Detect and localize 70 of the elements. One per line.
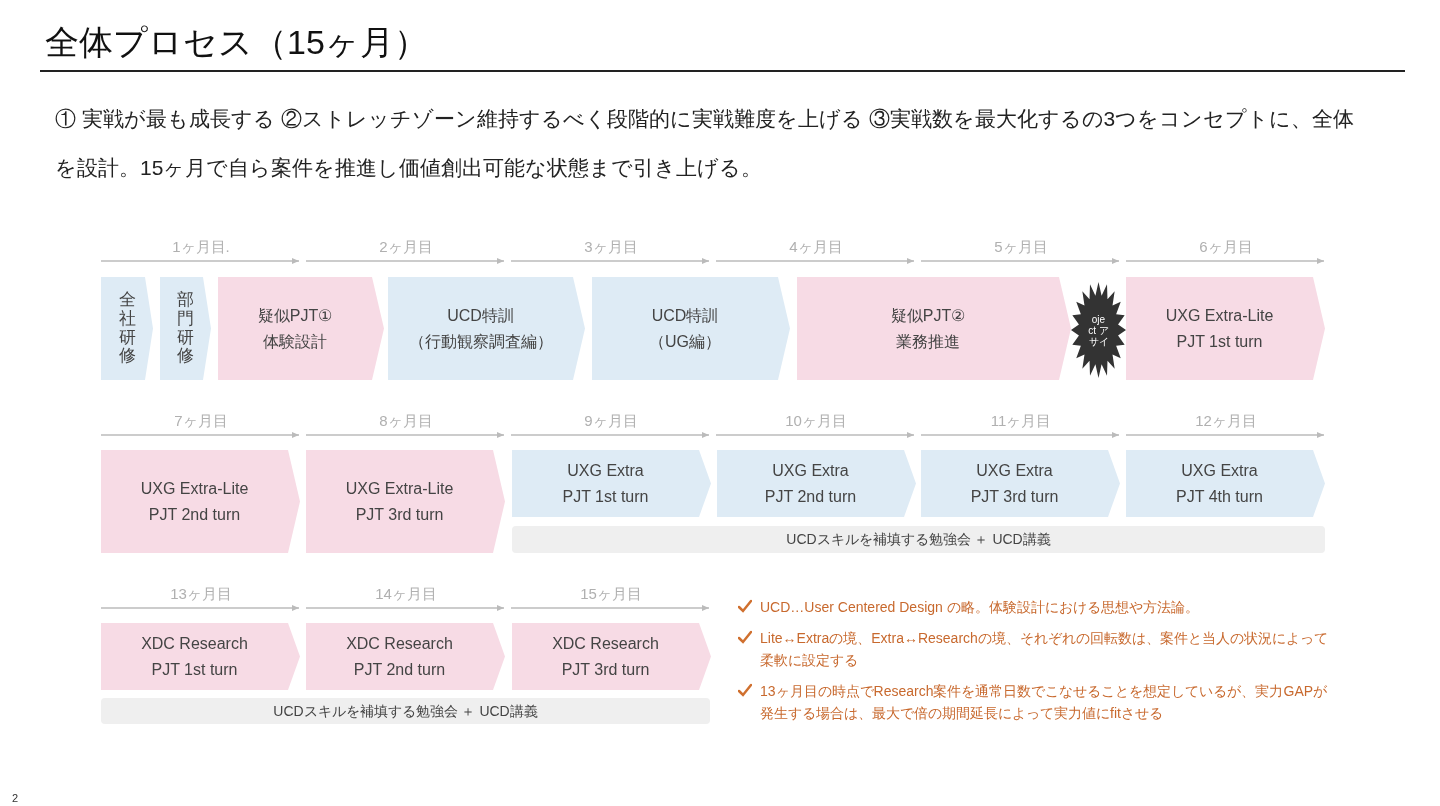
step-label: PJT 4th turn bbox=[1176, 486, 1263, 507]
band-label: UCDスキルを補填する勉強会 ＋ UCD講義 bbox=[786, 530, 1051, 549]
month-label: 2ヶ月目 bbox=[378, 237, 434, 257]
step-label: PJT 3rd turn bbox=[970, 486, 1059, 507]
chevron-box bbox=[101, 623, 300, 690]
chevron-box bbox=[1126, 277, 1325, 380]
step-label: PJT 2nd turn bbox=[764, 486, 857, 507]
note-text: UCD…User Centered Design の略。体験設計における思想や方法論。 bbox=[760, 598, 1199, 617]
chevron-box bbox=[921, 450, 1120, 517]
month-label: 4ヶ月目 bbox=[788, 237, 844, 257]
month-label: 3ヶ月目 bbox=[583, 237, 639, 257]
step-label: 部門研修 bbox=[177, 291, 194, 366]
month-label: 12ヶ月目 bbox=[1194, 411, 1258, 431]
step-label: UCD特訓 bbox=[447, 305, 514, 326]
note-text: Lite↔Extraの境、Extra↔Researchの境、それぞれの回転数は、案件と当人の状況によって柔軟に設定する bbox=[760, 629, 1329, 670]
month-label: 5ヶ月目 bbox=[993, 237, 1049, 257]
step-label: XDC Research bbox=[141, 633, 248, 654]
month-label: 6ヶ月目 bbox=[1198, 237, 1254, 257]
chevron-box bbox=[101, 277, 153, 380]
step-label: UXG Extra bbox=[567, 460, 644, 481]
step-label: UXG Extra-Lite bbox=[345, 478, 454, 499]
chevron-box bbox=[218, 277, 384, 380]
chevron-box bbox=[797, 277, 1071, 380]
step-label: PJT 1st turn bbox=[1176, 331, 1263, 352]
month-label: 11ヶ月目 bbox=[989, 411, 1053, 431]
step-label: UCD特訓 bbox=[651, 305, 719, 326]
step-label: UXG Extra bbox=[976, 460, 1053, 481]
step-label: 体験設計 bbox=[263, 331, 327, 352]
step-label: 業務推進 bbox=[896, 331, 960, 352]
step-label: 全社研修 bbox=[118, 291, 136, 366]
month-label: 9ヶ月目 bbox=[583, 411, 639, 431]
step-label: UXG Extra-Lite bbox=[140, 478, 249, 499]
step-label: PJT 3rd turn bbox=[561, 659, 650, 680]
month-label: 14ヶ月目 bbox=[374, 584, 438, 604]
chevron-box bbox=[306, 450, 505, 553]
step-label: PJT 2nd turn bbox=[148, 504, 241, 525]
chevron-box bbox=[388, 277, 585, 380]
month-label: 8ヶ月目 bbox=[378, 411, 434, 431]
chevron-box bbox=[717, 450, 916, 517]
month-label: 15ヶ月目 bbox=[579, 584, 643, 604]
starburst-label: oje ct アサイ bbox=[1088, 313, 1109, 347]
band-label: UCDスキルを補填する勉強会 ＋ UCD講義 bbox=[273, 701, 538, 721]
chevron-box bbox=[512, 450, 711, 517]
step-label: XDC Research bbox=[552, 633, 659, 654]
step-label: （UG編） bbox=[649, 331, 721, 352]
step-label: XDC Research bbox=[346, 633, 453, 654]
step-label: PJT 2nd turn bbox=[353, 659, 446, 680]
chevron-box bbox=[592, 277, 790, 380]
step-label: UXG Extra bbox=[1181, 460, 1258, 481]
step-label: PJT 1st turn bbox=[151, 659, 238, 680]
step-label: 疑似PJT② bbox=[890, 305, 966, 326]
chevron-box bbox=[160, 277, 211, 380]
chevron-box bbox=[306, 623, 505, 690]
chevron-box bbox=[101, 450, 300, 553]
step-label: 疑似PJT① bbox=[257, 305, 333, 326]
note-text: 13ヶ月目の時点でResearch案件を通常日数でこなせることを想定しているが、実力GAPが発生する場合は、最大で倍の期間延長によって実力値にfitさせる bbox=[760, 682, 1329, 723]
step-label: PJT 1st turn bbox=[562, 486, 649, 507]
chevron-box bbox=[1126, 450, 1325, 517]
page-number: 2 bbox=[12, 791, 19, 806]
page-title: 全体プロセス（15ヶ月） bbox=[45, 22, 428, 63]
concept-text: ① 実戦が最も成長する ②ストレッチゾーン維持するべく段階的に実戦難度を上げる ③実戦数を最大化するの3つをコンセプトに、全体を設計。15ヶ月で自ら案件を推進し価値創出可能な状態まで引き上げる。 bbox=[55, 106, 1356, 181]
step-label: （行動観察調査編） bbox=[408, 331, 553, 352]
step-label: UXG Extra bbox=[772, 460, 849, 481]
month-label: 10ヶ月目 bbox=[784, 411, 848, 431]
step-label: PJT 3rd turn bbox=[355, 504, 444, 525]
chevron-box bbox=[512, 623, 711, 690]
step-label: UXG Extra-Lite bbox=[1165, 305, 1274, 326]
month-label: 7ヶ月目 bbox=[173, 411, 229, 431]
month-label: 1ヶ月目. bbox=[171, 237, 231, 257]
month-label: 13ヶ月目 bbox=[169, 584, 233, 604]
